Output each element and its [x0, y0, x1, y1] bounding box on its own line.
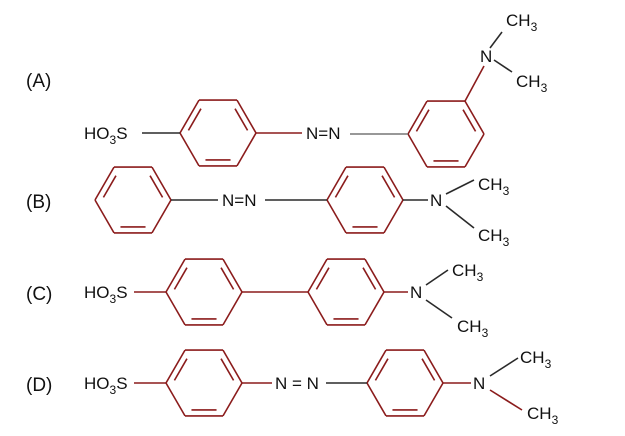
benzene-ring-a2-edge [407, 133, 428, 168]
label-a: (A) [26, 71, 51, 92]
benzene-ring-a1-edge [179, 99, 200, 134]
benzene-ring-b2-double-bond [334, 175, 349, 198]
benzene-ring-a1-double-bond [187, 108, 202, 131]
molecule-d: (D) HO3S N = N N CH3 CH3 [26, 348, 559, 427]
bond-n-methyl [489, 357, 519, 377]
benzene-ring-d1-edge [222, 382, 243, 417]
benzene-ring-d1-edge [165, 349, 186, 384]
benzene-ring-a1-edge [179, 132, 200, 167]
benzene-ring-d1-edge [165, 382, 186, 417]
benzene-ring-c1-edge [222, 291, 243, 326]
bond-n-methyl [425, 299, 453, 319]
amine-n-a: N [480, 47, 492, 66]
benzene-ring-b2-edge [326, 166, 347, 201]
benzene-ring-c2-edge [307, 291, 328, 326]
azo-linker-b: N=N [222, 191, 256, 210]
benzene-ring-a2-edge [407, 100, 428, 135]
benzene-ring-d1-double-bond [173, 358, 188, 381]
benzene-ring-a2-edge [464, 100, 485, 135]
methyl-top-b: CH3 [478, 175, 510, 198]
benzene-ring-d2-double-bond [421, 358, 436, 381]
methyl-top-d: CH3 [520, 348, 552, 371]
benzene-ring-b1-edge [94, 199, 115, 234]
benzene-ring-b2-edge [383, 166, 404, 201]
benzene-ring-d1-edge [222, 349, 243, 384]
bond-ring-n [464, 65, 485, 102]
sulfonic-group-c: HO3S [84, 283, 128, 306]
methyl-top-a: CH3 [506, 11, 538, 34]
methyl-bottom-a: CH3 [516, 72, 548, 95]
benzene-ring-b1-double-bond [149, 175, 164, 198]
benzene-ring-c1-edge [165, 258, 186, 293]
molecule-c: (C) HO3S N CH3 CH3 [26, 261, 489, 340]
amine-n-c: N [410, 283, 422, 302]
benzene-ring-a1-edge [236, 132, 257, 167]
bond-n-methyl [489, 31, 503, 49]
bonds-layer [94, 31, 523, 417]
bond-n-methyl [493, 59, 513, 73]
benzene-ring-c2-edge [364, 258, 385, 293]
label-c: (C) [26, 284, 52, 305]
benzene-ring-a1-edge [236, 99, 257, 134]
benzene-ring-d2-edge [366, 382, 387, 417]
benzene-ring-b2-double-bond [381, 175, 396, 198]
benzene-ring-b2-edge [383, 199, 404, 234]
benzene-ring-b1-double-bond [102, 175, 117, 198]
benzene-ring-a2-edge [464, 133, 485, 168]
methyl-bottom-d: CH3 [527, 404, 559, 427]
methyl-bottom-c: CH3 [457, 317, 489, 340]
label-d: (D) [26, 375, 52, 396]
benzene-ring-c1-double-bond [173, 267, 188, 290]
benzene-ring-d2-double-bond [374, 358, 389, 381]
benzene-ring-c2-edge [307, 258, 328, 293]
methyl-top-c: CH3 [452, 261, 484, 284]
bond-n-methyl [445, 205, 475, 229]
benzene-ring-b1-edge [151, 166, 172, 201]
benzene-ring-b2-edge [326, 199, 347, 234]
benzene-ring-c1-edge [165, 291, 186, 326]
benzene-ring-c1-edge [222, 258, 243, 293]
benzene-ring-d2-edge [423, 382, 444, 417]
bond-n-methyl [445, 179, 475, 195]
azo-linker-a: N=N [306, 124, 340, 143]
benzene-ring-a2-double-bond [462, 109, 477, 132]
azo-linker-d: N = N [275, 374, 319, 393]
amine-n-d: N [473, 374, 485, 393]
benzene-ring-c1-double-bond [220, 267, 235, 290]
benzene-ring-c2-double-bond [362, 267, 377, 290]
benzene-ring-c2-double-bond [315, 267, 330, 290]
sulfonic-group-d: HO3S [84, 374, 128, 397]
benzene-ring-d1-double-bond [220, 358, 235, 381]
benzene-ring-d2-edge [423, 349, 444, 384]
molecule-b: (B) N=N N CH3 CH3 [26, 175, 510, 249]
bond-n-methyl [489, 389, 523, 411]
amine-n-b: N [430, 191, 442, 210]
sulfonic-group-a: HO3S [84, 124, 128, 147]
benzene-ring-a1-double-bond [234, 108, 249, 131]
benzene-ring-b1-edge [151, 199, 172, 234]
molecule-a: (A) HO3S N=N N CH3 CH3 [26, 11, 548, 147]
bond-n-methyl [425, 269, 449, 286]
methyl-bottom-b: CH3 [478, 226, 510, 249]
benzene-ring-a2-double-bond [415, 109, 430, 132]
benzene-ring-b1-edge [94, 166, 115, 201]
benzene-ring-d2-edge [366, 349, 387, 384]
label-b: (B) [26, 192, 51, 213]
benzene-ring-c2-edge [364, 291, 385, 326]
